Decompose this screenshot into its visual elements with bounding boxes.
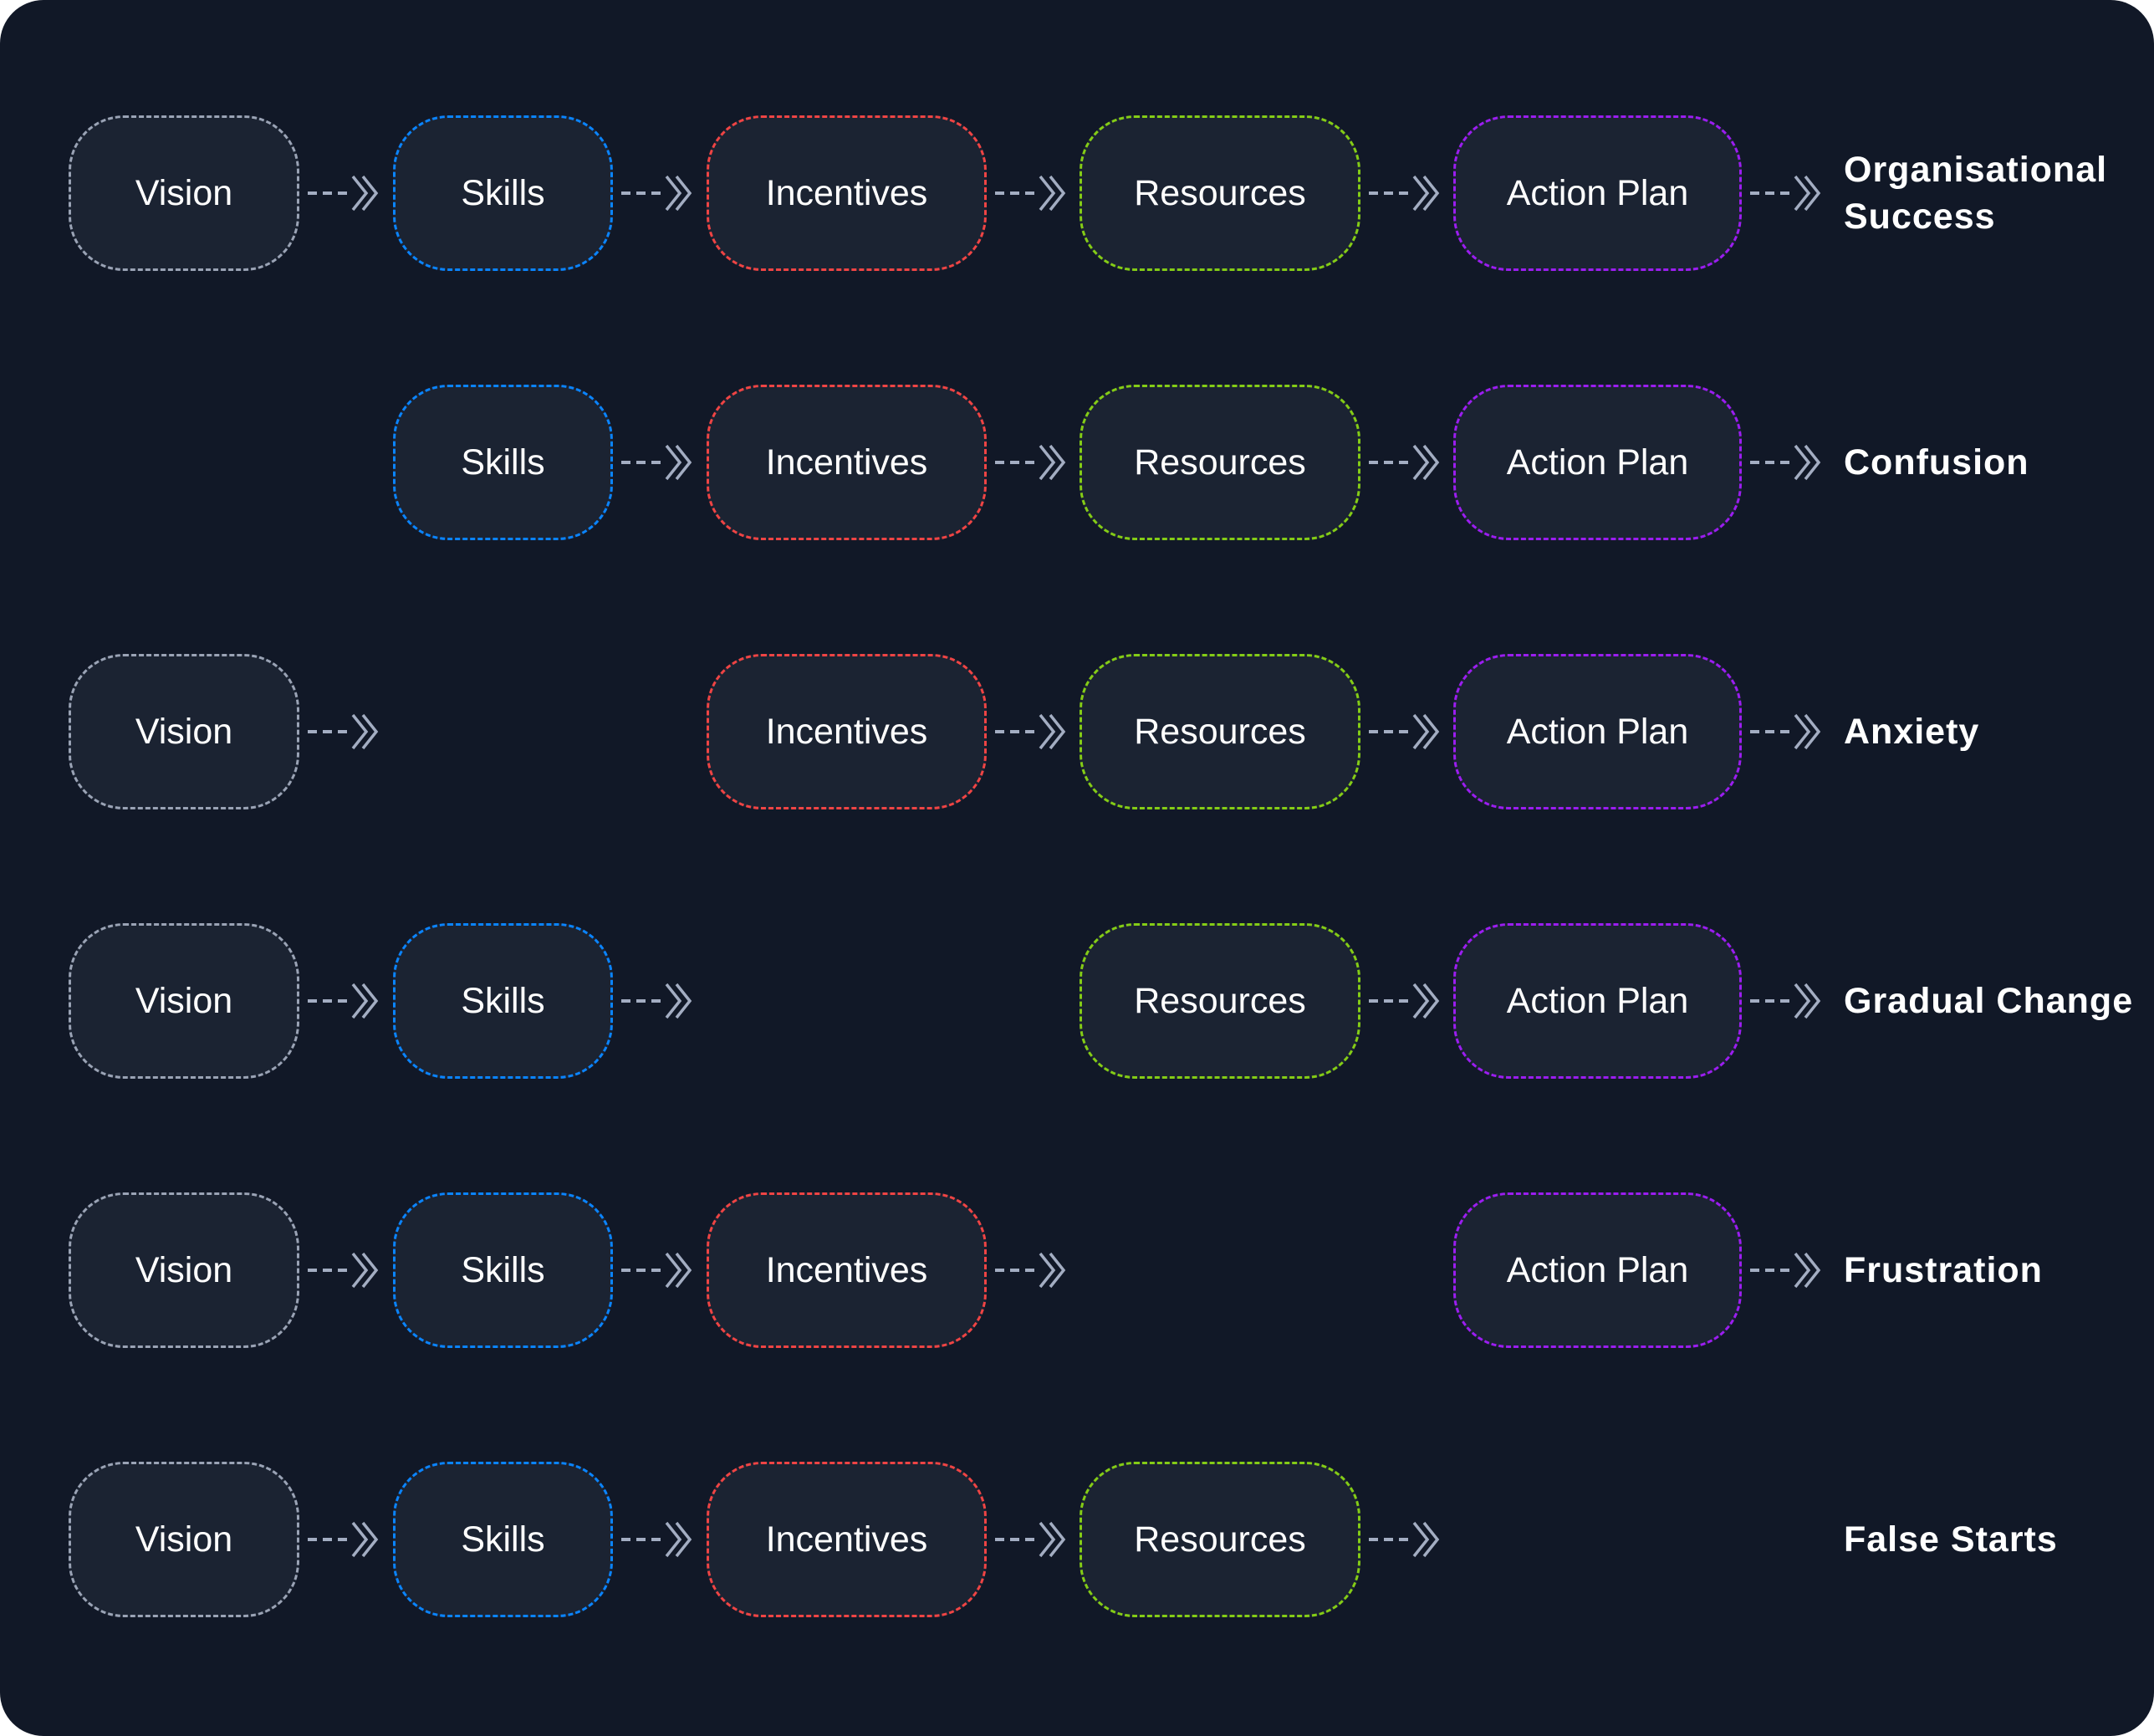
arrow-icon: [620, 442, 695, 483]
stage-box-resources: Resources: [1080, 385, 1360, 540]
arrow-icon: [1748, 1249, 1824, 1291]
stage-box-vision: Vision: [69, 923, 299, 1079]
stage-box-incentives: Incentives: [707, 1192, 987, 1348]
stage-box-action-plan: Action Plan: [1453, 115, 1742, 271]
stage-box-resources: Resources: [1080, 654, 1360, 809]
stage-label: Incentives: [765, 1519, 928, 1560]
stage-label: Vision: [135, 1249, 233, 1290]
stage-box-resources: Resources: [1080, 115, 1360, 271]
stage-box-incentives: Incentives: [707, 385, 987, 540]
arrow-icon: [1748, 172, 1824, 214]
stage-box-vision: Vision: [69, 654, 299, 809]
stage-box-action-plan: Action Plan: [1453, 385, 1742, 540]
stage-box-skills: Skills: [393, 923, 613, 1079]
stage-box-skills: Skills: [393, 1462, 613, 1617]
outcome-label: Gradual Change: [1844, 981, 2134, 1021]
stage-box-vision: Vision: [69, 115, 299, 271]
stage-box-action-plan: Action Plan: [1453, 1192, 1742, 1348]
outcome-label: False Starts: [1844, 1519, 2058, 1560]
arrow-icon: [1748, 980, 1824, 1022]
arrow-icon: [993, 1249, 1069, 1291]
stage-box-vision: Vision: [69, 1192, 299, 1348]
arrow-icon: [306, 172, 381, 214]
outcome-label: Anxiety: [1844, 712, 1980, 752]
stage-label: Vision: [135, 711, 233, 752]
stage-box-skills: Skills: [393, 385, 613, 540]
stage-label: Incentives: [765, 442, 928, 483]
arrow-icon: [993, 1519, 1069, 1560]
stage-label: Skills: [461, 1519, 545, 1560]
arrow-icon: [620, 980, 695, 1022]
arrow-icon: [993, 172, 1069, 214]
arrow-icon: [1367, 172, 1442, 214]
stage-box-action-plan: Action Plan: [1453, 654, 1742, 809]
stage-label: Skills: [461, 1249, 545, 1290]
stage-label: Vision: [135, 980, 233, 1021]
stage-label: Skills: [461, 980, 545, 1021]
arrow-icon: [306, 711, 381, 753]
stage-label: Skills: [461, 172, 545, 213]
stage-label: Resources: [1134, 442, 1306, 483]
outcome-label: Confusion: [1844, 442, 2029, 483]
arrow-icon: [1748, 711, 1824, 753]
outcome-label: Frustration: [1844, 1250, 2043, 1290]
stage-label: Action Plan: [1506, 172, 1689, 213]
stage-box-incentives: Incentives: [707, 654, 987, 809]
arrow-icon: [306, 980, 381, 1022]
outcome-label: Organisational Success: [1844, 150, 2108, 237]
stage-box-resources: Resources: [1080, 923, 1360, 1079]
arrow-icon: [306, 1249, 381, 1291]
arrow-icon: [620, 172, 695, 214]
stage-box-skills: Skills: [393, 115, 613, 271]
stage-box-skills: Skills: [393, 1192, 613, 1348]
arrow-icon: [620, 1249, 695, 1291]
stage-label: Incentives: [765, 711, 928, 752]
stage-box-resources: Resources: [1080, 1462, 1360, 1617]
stage-label: Vision: [135, 172, 233, 213]
stage-box-action-plan: Action Plan: [1453, 923, 1742, 1079]
stage-label: Incentives: [765, 1249, 928, 1290]
stage-label: Action Plan: [1506, 980, 1689, 1021]
stage-label: Action Plan: [1506, 1249, 1689, 1290]
arrow-icon: [1367, 711, 1442, 753]
arrow-icon: [620, 1519, 695, 1560]
stage-box-incentives: Incentives: [707, 1462, 987, 1617]
arrow-icon: [1367, 1519, 1442, 1560]
arrow-icon: [1367, 442, 1442, 483]
stage-label: Incentives: [765, 172, 928, 213]
stage-box-vision: Vision: [69, 1462, 299, 1617]
stage-label: Resources: [1134, 1519, 1306, 1560]
arrow-icon: [993, 442, 1069, 483]
stage-label: Skills: [461, 442, 545, 483]
stage-label: Vision: [135, 1519, 233, 1560]
arrow-icon: [1748, 442, 1824, 483]
stage-label: Resources: [1134, 711, 1306, 752]
stage-label: Action Plan: [1506, 442, 1689, 483]
stage-label: Resources: [1134, 980, 1306, 1021]
arrow-icon: [993, 711, 1069, 753]
arrow-icon: [306, 1519, 381, 1560]
stage-box-incentives: Incentives: [707, 115, 987, 271]
arrow-icon: [1367, 980, 1442, 1022]
stage-label: Action Plan: [1506, 711, 1689, 752]
stage-label: Resources: [1134, 172, 1306, 213]
